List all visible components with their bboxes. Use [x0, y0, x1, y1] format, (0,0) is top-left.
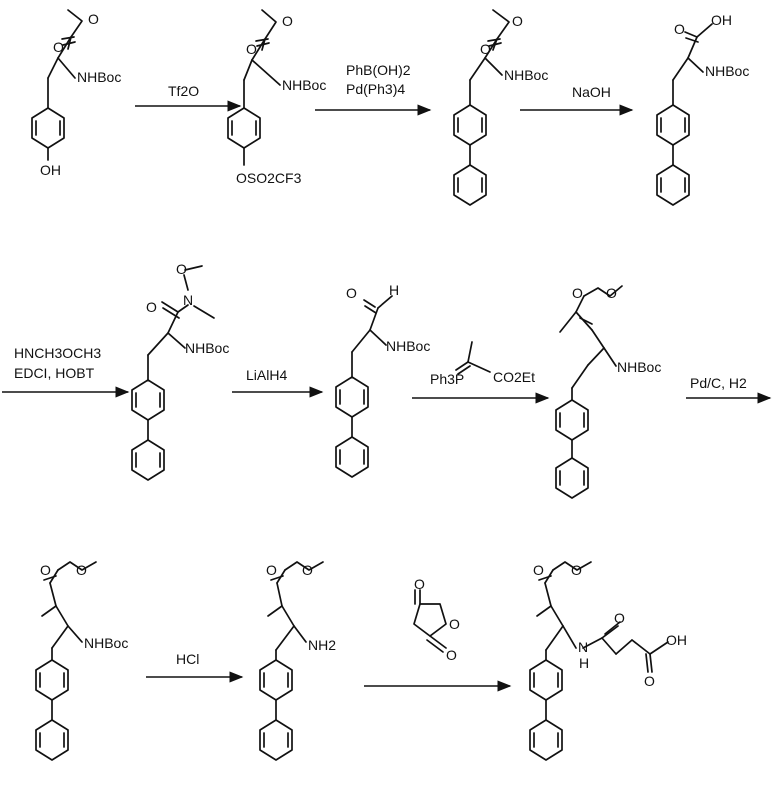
- compound-3-biphenyl-methyl-ester: O O NHBoc: [453, 9, 548, 206]
- arrow-2: PhB(OH)2 Pd(Ph3)4: [315, 62, 432, 116]
- amide-nitrogen-label: N: [183, 292, 193, 308]
- ester-oxygen-9: O: [302, 562, 313, 578]
- acid-oh-label: OH: [711, 12, 732, 28]
- ester-oxygen-label: O: [53, 39, 64, 55]
- nhboc-label-4: NHBoc: [705, 63, 749, 79]
- anhydride-ring-oxygen: O: [449, 616, 460, 632]
- reagent-tf2o: Tf2O: [168, 83, 199, 99]
- compound-4-biphenyl-acid: O OH NHBoc: [656, 12, 749, 206]
- amide-oxygen-label: O: [146, 299, 157, 315]
- carbonyl-oxygen-label: O: [88, 11, 99, 27]
- reagent-pd-c-h2: Pd/C, H2: [690, 375, 747, 391]
- compound-2-aryl-triflate: O O NHBoc OSO2CF3: [227, 9, 326, 186]
- nhboc-label-8: NHBoc: [84, 635, 128, 651]
- amide-h-label: H: [579, 655, 589, 671]
- methoxy-oxygen-label: O: [176, 261, 187, 277]
- nhboc-label-2: NHBoc: [282, 77, 326, 93]
- ester-oxygen-label-2: O: [246, 41, 257, 57]
- nhboc-label-6: NHBoc: [386, 338, 430, 354]
- nhboc-label-5: NHBoc: [185, 340, 229, 356]
- ester-carbonyl-oxygen-9: O: [266, 562, 277, 578]
- aldehyde-oxygen-label: O: [346, 285, 357, 301]
- nhboc-label-7: NHBoc: [617, 359, 661, 375]
- compound-9-free-amine: O O NH2: [259, 561, 336, 761]
- ester-oxygen-label-3: O: [480, 41, 491, 57]
- ester-carbonyl-oxygen-10: O: [533, 562, 544, 578]
- reagent-lialh4: LiAlH4: [246, 367, 287, 383]
- phenol-oh-label: OH: [40, 162, 61, 178]
- reagent-pd-catalyst: Pd(Ph3)4: [346, 81, 405, 97]
- reagent-hcl: HCl: [176, 651, 199, 667]
- ester-oxygen-8: O: [76, 562, 87, 578]
- amide-carbonyl-oxygen-label: O: [614, 610, 625, 626]
- triflate-label: OSO2CF3: [236, 170, 302, 186]
- nhboc-label-3: NHBoc: [504, 67, 548, 83]
- compound-10-succinamic-acid-product: O O N H O OH O: [529, 561, 687, 761]
- compound-8-saturated-boc-ester: O O NHBoc: [35, 561, 128, 761]
- carbonyl-oxygen-label-2: O: [282, 13, 293, 29]
- acid-oh-label-10: OH: [666, 632, 687, 648]
- reagent-co2et: CO2Et: [493, 369, 535, 385]
- ester-oxygen-10: O: [571, 562, 582, 578]
- compound-1-boc-tyrosine-methyl-ester: O O NHBoc OH: [31, 9, 121, 178]
- nh2-label: NH2: [308, 637, 336, 653]
- reagent-ph3p: Ph3P: [430, 371, 464, 387]
- amide-n-label: N: [578, 639, 588, 655]
- compound-5-weinreb-amide: O N O NHBoc: [131, 261, 229, 481]
- arrow-9: O O O: [364, 576, 512, 692]
- aldehyde-h-label: H: [389, 282, 399, 298]
- reagent-edci-hobt: EDCI, HOBT: [14, 365, 95, 381]
- arrow-7: Pd/C, H2: [686, 375, 772, 404]
- reagent-naoh: NaOH: [572, 84, 611, 100]
- compound-7-unsaturated-ester: O O NHBoc: [555, 285, 661, 499]
- anhydride-oxygen-top: O: [414, 576, 425, 592]
- nhboc-label: NHBoc: [77, 69, 121, 85]
- arrow-8: HCl: [146, 651, 244, 683]
- carbonyl-oxygen-label-3: O: [512, 13, 523, 29]
- ester-carbonyl-oxygen-8: O: [40, 562, 51, 578]
- unsat-ester-carbonyl-oxygen: O: [572, 285, 583, 301]
- arrow-5: LiAlH4: [232, 367, 324, 398]
- arrow-6: Ph3P CO2Et: [412, 341, 550, 404]
- acid-carbonyl-oxygen-label: O: [674, 21, 685, 37]
- reagent-weinreb-amine: HNCH3OCH3: [14, 345, 101, 361]
- acid-carbonyl-oxygen-label-10: O: [644, 673, 655, 689]
- arrow-3: NaOH: [520, 84, 634, 116]
- unsat-ester-oxygen: O: [606, 285, 617, 301]
- arrow-4: HNCH3OCH3 EDCI, HOBT: [2, 345, 130, 398]
- anhydride-oxygen-bottom: O: [446, 647, 457, 663]
- reagent-phenylboronic-acid: PhB(OH)2: [346, 62, 411, 78]
- compound-6-aldehyde: O H NHBoc: [335, 282, 430, 478]
- arrow-1: Tf2O: [135, 83, 242, 112]
